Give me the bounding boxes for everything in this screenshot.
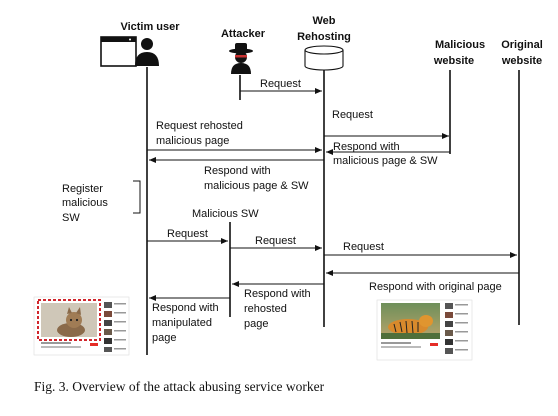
message-11-label-2: manipulated	[152, 317, 212, 329]
actor-attacker: Attacker	[221, 28, 266, 74]
register-sw-note: Register malicious SW	[62, 180, 141, 224]
message-1-label: Request	[260, 78, 301, 90]
cat-image	[57, 307, 85, 337]
actor-original-website: Original website	[501, 39, 543, 67]
actor-victim-label: Victim user	[120, 21, 180, 33]
actor-attacker-label: Attacker	[221, 28, 266, 40]
browser-window-icon	[100, 36, 137, 67]
message-10-label-3: page	[244, 318, 268, 330]
message-11-label-1: Respond with	[152, 302, 219, 314]
message-9-label: Respond with original page	[369, 281, 502, 293]
malicious-sw-label: Malicious SW	[192, 208, 259, 220]
message-10-label-2: rehosted	[244, 303, 287, 315]
actor-victim: Victim user	[100, 21, 180, 67]
register-sw-label-3: SW	[62, 212, 80, 224]
message-10: Respond with rehosted page	[232, 281, 324, 330]
actor-rehosting-label-1: Web	[312, 15, 335, 27]
message-3: Request rehosted malicious page	[147, 120, 322, 153]
lifelines	[146, 67, 520, 355]
actor-malicious-website: Malicious website	[433, 39, 485, 67]
register-sw-label-1: Register	[62, 183, 103, 195]
message-4-label-2: malicious page & SW	[333, 155, 438, 167]
related-videos-column-original	[445, 303, 468, 354]
person-icon	[135, 38, 159, 66]
message-7: Request	[230, 235, 322, 251]
original-page-thumbnail	[376, 299, 473, 361]
message-7-label: Request	[255, 235, 296, 247]
actor-malicious-label-1: Malicious	[435, 39, 485, 51]
manipulated-page-thumbnail	[33, 296, 130, 356]
tiger-image	[381, 315, 440, 339]
database-icon	[304, 45, 344, 71]
message-3-label-2: malicious page	[156, 135, 229, 147]
message-9: Respond with original page	[326, 270, 519, 293]
actor-rehosting-label-2: Rehosting	[297, 31, 351, 43]
message-2-label: Request	[332, 109, 373, 121]
figure-caption: Fig. 3. Overview of the attack abusing s…	[34, 379, 325, 394]
message-8: Request	[324, 241, 517, 258]
message-10-label-1: Respond with	[244, 288, 311, 300]
message-1: Request	[240, 78, 322, 94]
message-5: Respond with malicious page & SW	[149, 157, 324, 192]
message-8-label: Request	[343, 241, 384, 253]
actor-rehosting: Web Rehosting	[297, 15, 351, 71]
related-videos-column	[104, 302, 126, 352]
message-2: Request	[324, 109, 449, 139]
actor-original-label-1: Original	[501, 39, 543, 51]
message-5-label-1: Respond with	[204, 165, 271, 177]
hacker-icon	[229, 43, 253, 74]
message-11: Respond with manipulated page	[149, 295, 230, 344]
register-sw-label-2: malicious	[62, 197, 108, 209]
message-5-label-2: malicious page & SW	[204, 180, 309, 192]
actor-malicious-label-2: website	[433, 55, 474, 67]
message-4-label-1: Respond with	[333, 141, 400, 153]
actor-original-label-2: website	[501, 55, 542, 67]
message-6-label: Request	[167, 228, 208, 240]
message-4: Respond with malicious page & SW	[326, 141, 450, 167]
message-6: Request	[147, 228, 228, 244]
message-3-label-1: Request rehosted	[156, 120, 243, 132]
message-11-label-3: page	[152, 332, 176, 344]
